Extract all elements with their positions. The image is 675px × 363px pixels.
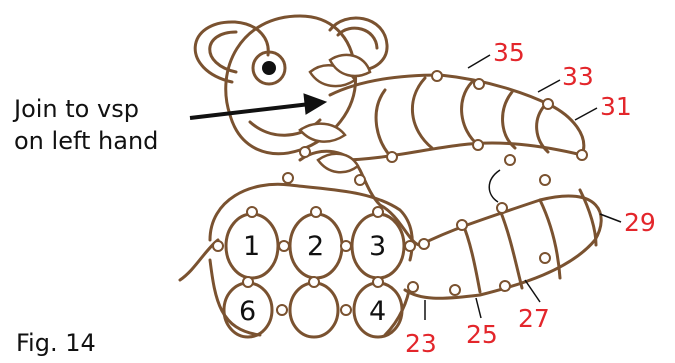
arrow-31 bbox=[575, 108, 597, 120]
picot bbox=[283, 173, 293, 183]
picot bbox=[408, 282, 418, 292]
picot bbox=[450, 285, 460, 295]
picot bbox=[355, 175, 365, 185]
chain-label-23: 23 bbox=[405, 331, 437, 356]
picot bbox=[341, 241, 351, 251]
curved-join-arrow bbox=[489, 170, 500, 202]
picot bbox=[373, 207, 383, 217]
chain-label-31: 31 bbox=[600, 94, 632, 119]
join-annotation-line2: on left hand bbox=[14, 125, 158, 157]
arrow-33 bbox=[538, 80, 560, 92]
leaf-4 bbox=[318, 154, 358, 173]
ring-5 bbox=[290, 283, 338, 337]
arrow-35 bbox=[468, 55, 490, 68]
picot bbox=[577, 150, 587, 160]
arrow-27 bbox=[525, 280, 540, 302]
chain-label-29: 29 bbox=[624, 210, 656, 235]
chain-label-35: 35 bbox=[493, 40, 525, 65]
picot bbox=[213, 241, 223, 251]
picot bbox=[405, 241, 415, 251]
join-arrow-head bbox=[304, 94, 326, 114]
arrow-29 bbox=[600, 214, 621, 222]
picot bbox=[247, 207, 257, 217]
chain-label-25: 25 bbox=[466, 322, 498, 347]
picot bbox=[432, 71, 442, 81]
bear-pupil bbox=[262, 61, 276, 75]
chain-label-33: 33 bbox=[562, 64, 594, 89]
chain-label-27: 27 bbox=[518, 306, 550, 331]
picot bbox=[473, 140, 483, 150]
picot bbox=[457, 220, 467, 230]
picot bbox=[341, 305, 351, 315]
picot bbox=[505, 155, 515, 165]
picot bbox=[387, 152, 397, 162]
picot bbox=[540, 253, 550, 263]
picot bbox=[540, 175, 550, 185]
ring-label-2: 2 bbox=[307, 233, 324, 260]
picot bbox=[373, 277, 383, 287]
figure-caption: Fig. 14 bbox=[16, 331, 96, 355]
join-annotation-line1: Join to vsp bbox=[14, 93, 158, 125]
picot bbox=[243, 277, 253, 287]
picot bbox=[309, 277, 319, 287]
join-annotation: Join to vsp on left hand bbox=[14, 93, 158, 157]
picot bbox=[497, 203, 507, 213]
picot bbox=[277, 305, 287, 315]
ring-label-4: 4 bbox=[369, 298, 386, 325]
bear-body-chain bbox=[300, 151, 601, 298]
picot bbox=[474, 79, 484, 89]
ring-label-6: 6 bbox=[239, 298, 256, 325]
picot bbox=[543, 99, 553, 109]
ring-label-1: 1 bbox=[243, 233, 260, 260]
picot bbox=[311, 207, 321, 217]
ring-label-3: 3 bbox=[369, 233, 386, 260]
picot bbox=[300, 147, 310, 157]
picot bbox=[279, 241, 289, 251]
bear-ear-left-inner bbox=[210, 32, 236, 72]
lower-chain-ribs bbox=[462, 190, 596, 292]
join-arrow-line bbox=[190, 104, 310, 118]
arrow-25 bbox=[476, 298, 481, 318]
picot bbox=[419, 239, 429, 249]
picot bbox=[500, 281, 510, 291]
